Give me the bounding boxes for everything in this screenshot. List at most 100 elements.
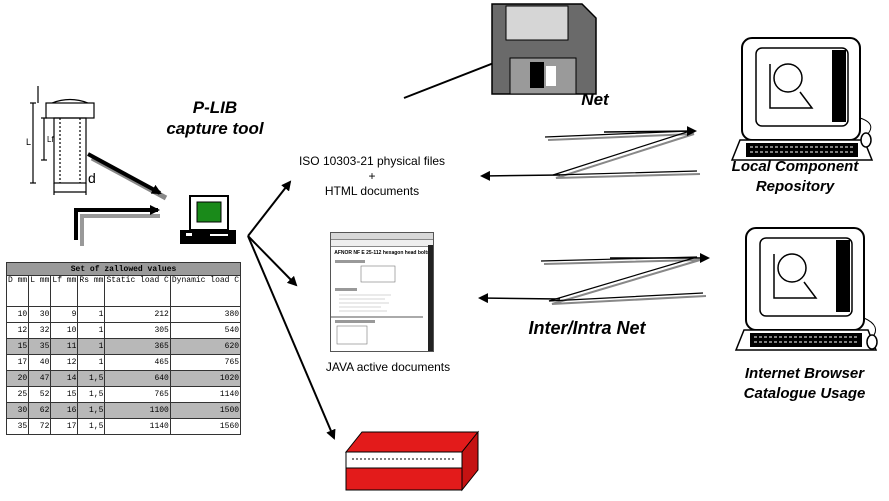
table-cell: 765	[104, 386, 171, 403]
table-cell: 20	[5, 370, 30, 387]
table-cell: 17	[5, 354, 30, 371]
document-title: AFNOR NF E 25-112 hexagon head bolts	[334, 250, 430, 256]
physical-files-line: HTML documents	[324, 184, 420, 198]
net-link-shadow	[547, 133, 701, 179]
table-cell: 1	[77, 306, 106, 323]
net-label: Net	[581, 90, 609, 109]
table-cell: 30	[28, 306, 52, 323]
table-cell: 1,5	[77, 418, 106, 435]
table-header-cell: D mm	[5, 275, 30, 307]
table-cell: 1	[77, 354, 106, 371]
table-cell: 12	[50, 354, 79, 371]
table-cell: 35	[5, 418, 30, 435]
table-cell: 9	[50, 306, 79, 323]
table-header-cell: Rs mm	[77, 275, 106, 307]
document-body	[331, 260, 423, 345]
workstation-icon	[734, 227, 878, 351]
physical-files-line: +	[368, 169, 376, 183]
table-cell: 30	[5, 402, 30, 419]
book-icon	[344, 430, 480, 492]
table-cell: 540	[169, 322, 242, 339]
workstation-icon	[730, 37, 874, 161]
table-cell: 1,5	[77, 386, 106, 403]
table-cell: 1140	[104, 418, 171, 435]
table-cell: 11	[50, 338, 79, 355]
table-cell: 1,5	[77, 370, 106, 387]
bolt-drawing-icon	[30, 86, 95, 195]
table-cell: 10	[50, 322, 79, 339]
arrow-from-local-repo	[480, 170, 561, 181]
table-caption: Set of zallowed values	[5, 262, 242, 276]
arrow-to-book	[247, 235, 336, 440]
java-docs-label: JAVA active documents	[325, 360, 451, 374]
physical-files-label: ISO 10303-21 physical files + HTML docum…	[262, 154, 482, 199]
capture-tool-line: P-LIB	[192, 98, 238, 117]
arrow-drawing-to-tool	[87, 152, 162, 195]
table-cell: 1140	[169, 386, 242, 403]
dim-l-label: L	[26, 137, 31, 147]
browser-usage-line: Catalogue Usage	[743, 385, 866, 402]
browser-usage-line: Internet Browser	[744, 365, 865, 382]
table-cell: 52	[28, 386, 52, 403]
physical-files-line: ISO 10303-21 physical files	[298, 154, 446, 168]
table-cell: 35	[28, 338, 52, 355]
local-repo-label: Local Component Repository	[705, 157, 885, 197]
table-cell: 1,5	[77, 402, 106, 419]
table-cell: 1	[77, 338, 106, 355]
table-cell: 305	[104, 322, 171, 339]
table-cell: 72	[28, 418, 52, 435]
table-cell: 14	[50, 370, 79, 387]
table-cell: 32	[28, 322, 52, 339]
table-cell: 620	[169, 338, 242, 355]
arrow-shadow-table	[80, 214, 160, 246]
table-cell: 1560	[169, 418, 242, 435]
document-scrollbar	[428, 245, 433, 351]
capture-tool-line: capture tool	[166, 119, 264, 138]
arrow-to-local-repo	[603, 126, 697, 137]
table-cell: 16	[50, 402, 79, 419]
table-cell: 465	[104, 354, 171, 371]
table-cell: 212	[104, 306, 171, 323]
local-repo-line: Repository	[755, 178, 835, 195]
table-cell: 12	[5, 322, 30, 339]
table-cell: 47	[28, 370, 52, 387]
arrow-to-java-docs	[247, 235, 298, 287]
computer-icon	[180, 195, 236, 244]
table-cell: 15	[5, 338, 30, 355]
document-url-bar	[331, 240, 433, 247]
table-cell: 640	[104, 370, 171, 387]
table-header-cell: Lf mm	[50, 275, 79, 307]
table-header-cell: Static load C	[104, 275, 171, 307]
capture-tool-label: P-LIB capture tool	[160, 97, 270, 139]
document-toolbar	[331, 233, 433, 240]
table-header-cell: L mm	[28, 275, 52, 307]
browser-usage-label: Internet Browser Catalogue Usage	[722, 364, 887, 404]
table-cell: 40	[28, 354, 52, 371]
table-cell: 1020	[169, 370, 242, 387]
intranet-link-shadow	[543, 259, 707, 305]
table-cell: 365	[104, 338, 171, 355]
table-cell: 15	[50, 386, 79, 403]
arrow-table-to-tool	[74, 205, 160, 240]
table-cell: 1500	[169, 402, 242, 419]
floppy-disk-icon	[491, 3, 597, 95]
table-cell: 17	[50, 418, 79, 435]
table-cell: 25	[5, 386, 30, 403]
local-repo-line: Local Component	[731, 158, 859, 175]
table-cell: 765	[169, 354, 242, 371]
inter-intra-net-label: Inter/Intra Net	[528, 318, 646, 338]
arrow-to-physical-files	[247, 180, 292, 237]
